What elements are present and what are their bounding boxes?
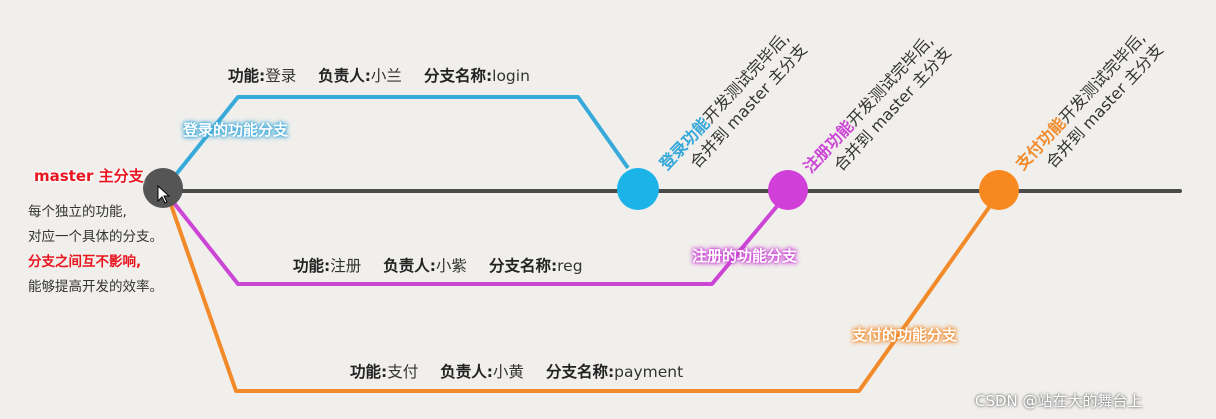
login-branch-label: 登录的功能分支 xyxy=(183,121,289,139)
payment-owner-value: 小黄 xyxy=(492,363,524,381)
reg-branch-label: 注册的功能分支 xyxy=(692,247,798,265)
cursor-icon xyxy=(157,184,171,204)
login-branch-name-value: login xyxy=(492,67,530,85)
payment-feature-value: 支付 xyxy=(387,363,419,381)
reg-feature-value: 注册 xyxy=(330,257,362,275)
branch-name-field-label: 分支名称: xyxy=(545,363,615,381)
reg-branch-info: 功能:注册 负责人:小紫 分支名称:reg xyxy=(293,254,583,276)
reg-branch-name-value: reg xyxy=(557,257,583,275)
payment-branch-line xyxy=(168,201,992,393)
feature-field-label: 功能: xyxy=(228,67,266,85)
login-branch-info: 功能:登录 负责人:小兰 分支名称:login xyxy=(228,64,530,86)
owner-field-label: 负责人: xyxy=(440,363,493,381)
master-branch-label: master 主分支 xyxy=(34,167,144,185)
watermark: CSDN @站在大的舞台上 xyxy=(975,392,1143,410)
payment-branch-label: 支付的功能分支 xyxy=(852,326,958,344)
branch-name-field-label: 分支名称: xyxy=(488,257,558,275)
login-branch-line xyxy=(168,95,630,184)
owner-field-label: 负责人: xyxy=(383,257,436,275)
login-owner-value: 小兰 xyxy=(370,67,402,85)
owner-field-label: 负责人: xyxy=(318,67,371,85)
description-text: 每个独立的功能, 对应一个具体的分支。 分支之间互不影响, 能够提高开发的效率。 xyxy=(28,200,163,300)
feature-field-label: 功能: xyxy=(293,257,331,275)
payment-branch-name-value: payment xyxy=(614,363,684,381)
branch-name-field-label: 分支名称: xyxy=(423,67,493,85)
login-merge-node xyxy=(617,168,659,210)
payment-merge-node xyxy=(979,170,1019,210)
feature-field-label: 功能: xyxy=(350,363,388,381)
reg-merge-node xyxy=(768,170,808,210)
description-line-3: 分支之间互不影响, xyxy=(28,254,142,270)
description-line-2: 对应一个具体的分支。 xyxy=(28,229,163,245)
reg-branch-line xyxy=(168,196,780,286)
payment-branch-info: 功能:支付 负责人:小黄 分支名称:payment xyxy=(350,360,683,382)
description-line-4: 能够提高开发的效率。 xyxy=(28,279,163,295)
login-feature-value: 登录 xyxy=(265,67,297,85)
master-node xyxy=(143,168,183,208)
description-line-1: 每个独立的功能, xyxy=(28,204,127,220)
reg-owner-value: 小紫 xyxy=(435,257,467,275)
